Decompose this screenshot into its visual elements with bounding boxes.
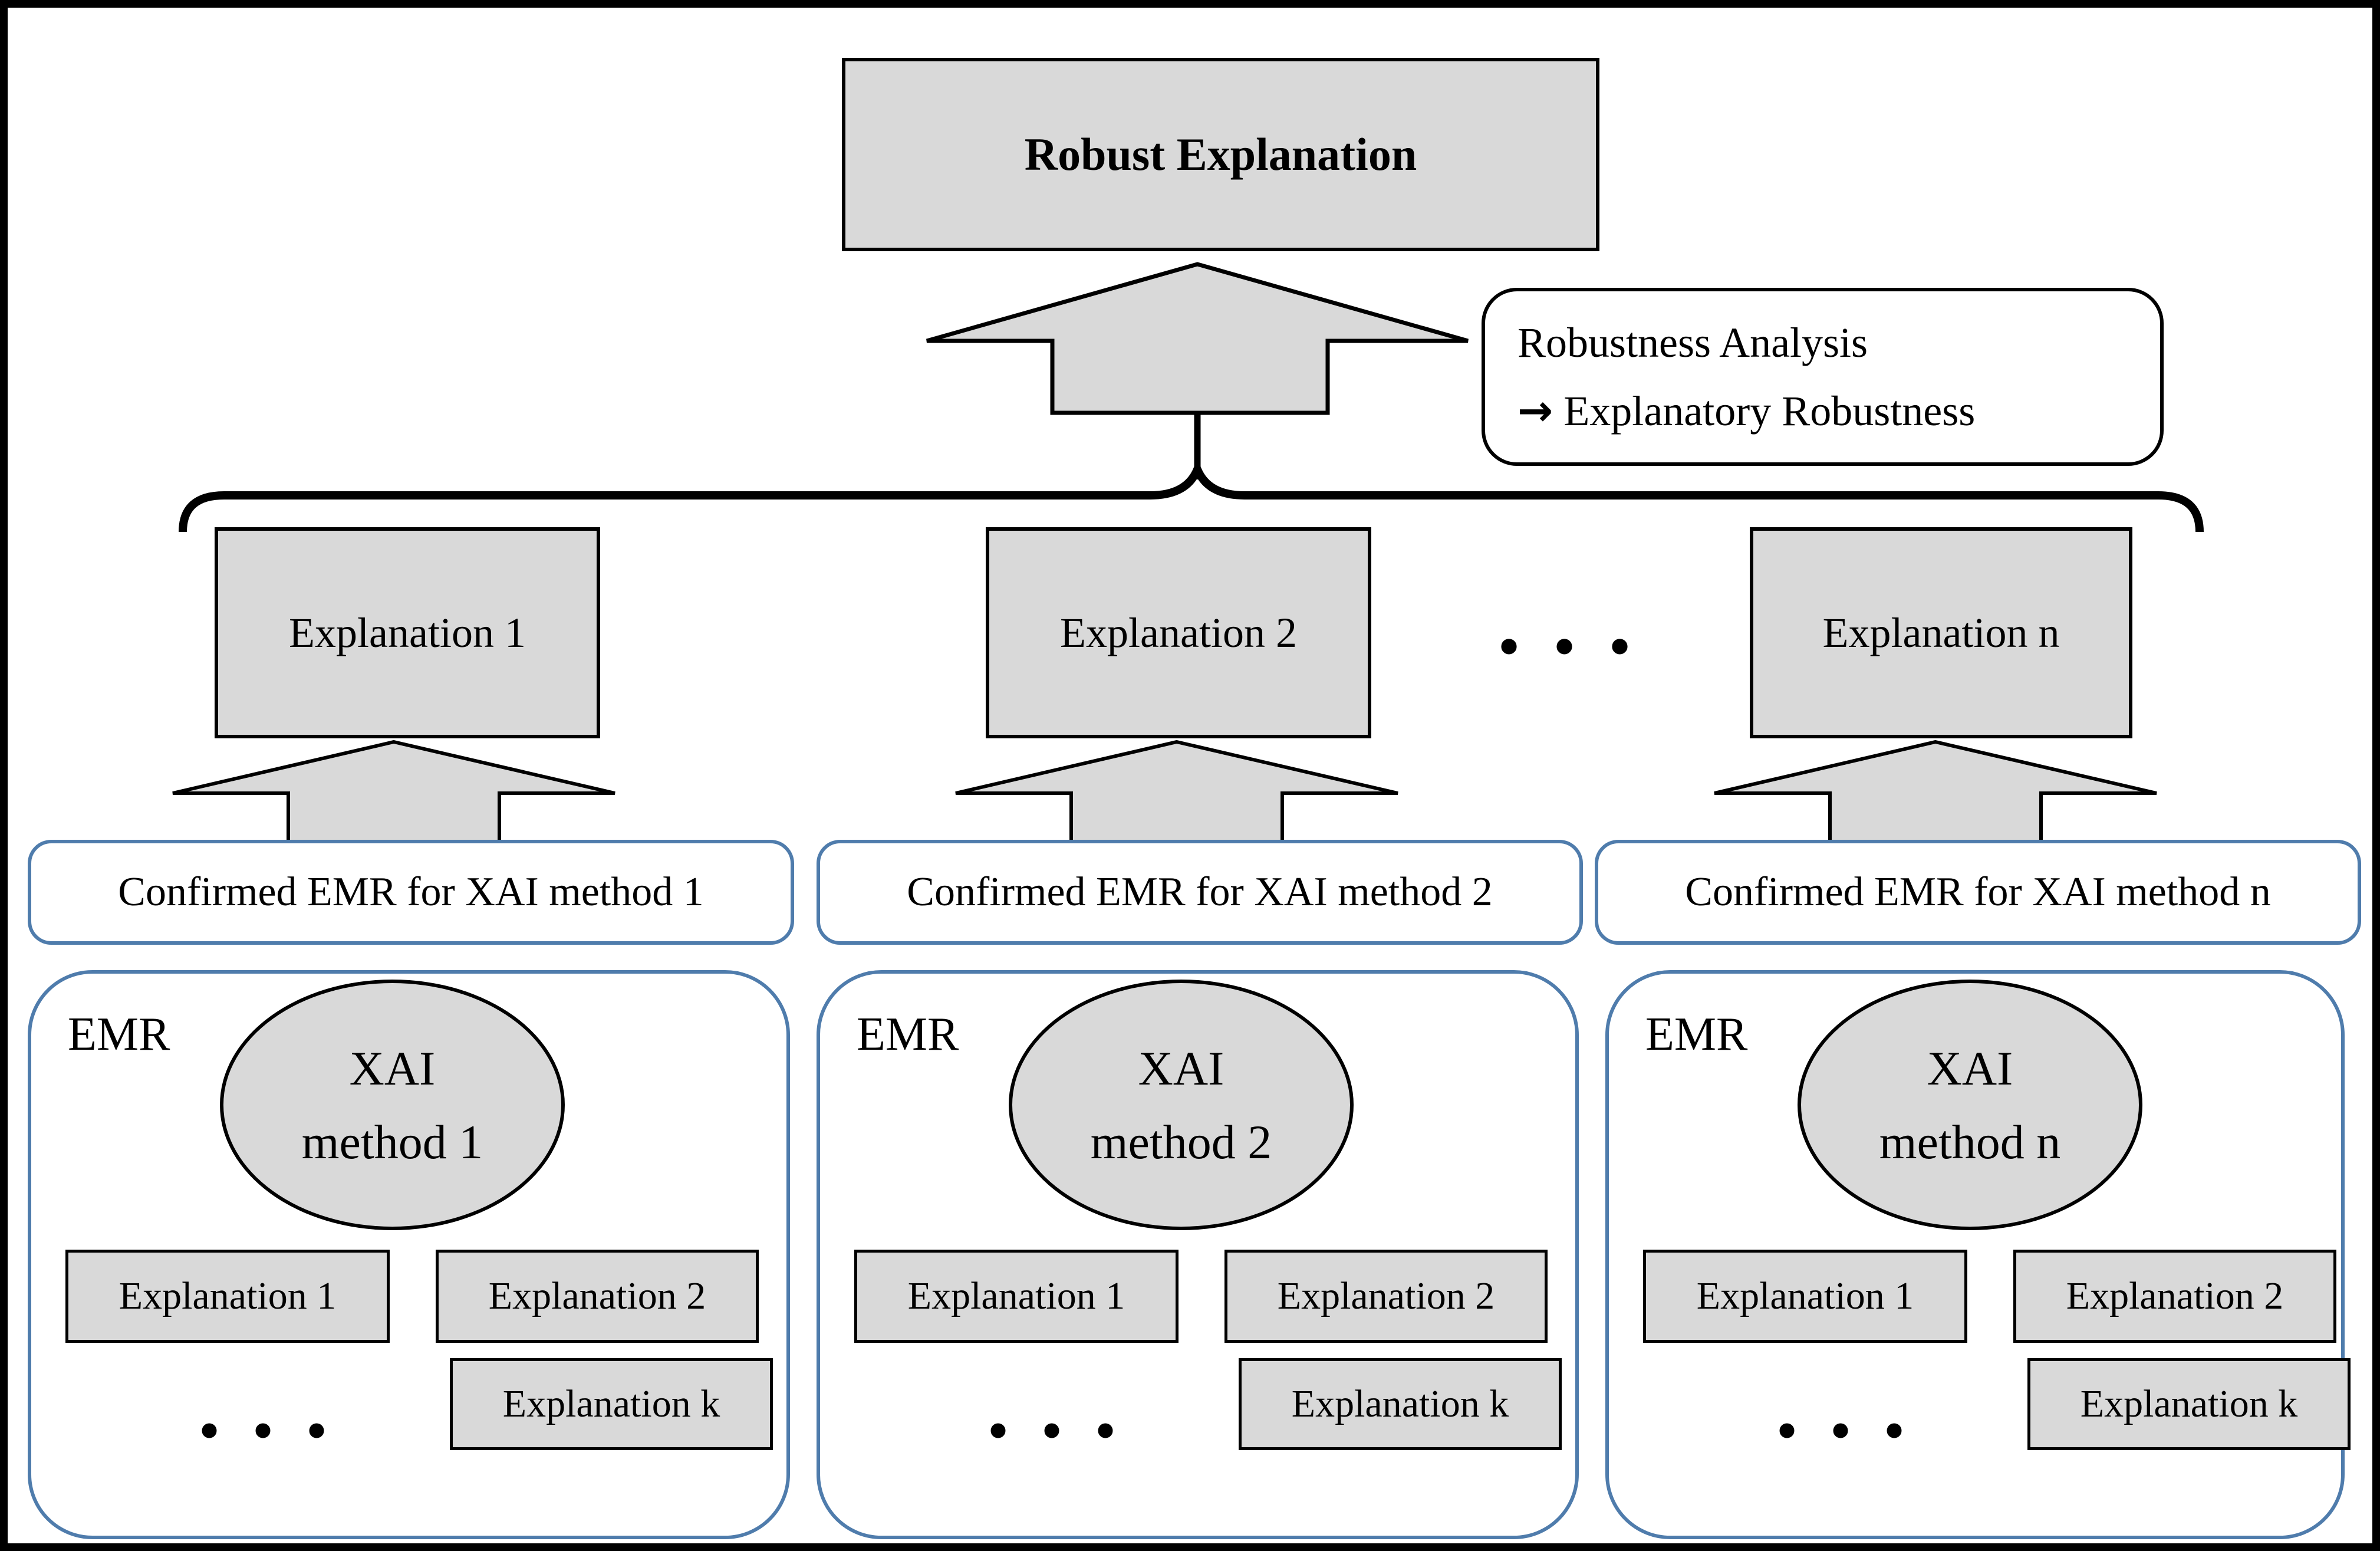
emr-label: EMR (857, 1008, 959, 1060)
emr-label: EMR (68, 1008, 170, 1060)
brace (179, 458, 2204, 533)
up-arrow-icon (172, 740, 615, 850)
emr-container-n: EMR XAI method n Explanation 1 Explanati… (1605, 970, 2351, 1539)
emr-container-2: EMR XAI method 2 Explanation 1 Explanati… (817, 970, 1579, 1539)
method-line: method 2 (1090, 1115, 1272, 1169)
xai-method-n-ellipse: XAI method n (1798, 980, 2142, 1230)
explanation-n-label: Explanation n (1822, 609, 2060, 656)
confirmed-emr-1-box: Confirmed EMR for XAI method 1 (28, 840, 794, 945)
method-line: method n (1879, 1115, 2061, 1169)
robustness-note-line2: → Explanatory Robustness (1517, 377, 2160, 445)
right-arrow-icon: → (1517, 385, 1553, 435)
robustness-note-box: Robustness Analysis → Explanatory Robust… (1482, 288, 2164, 466)
group2-explanation-1-box: Explanation 1 (854, 1250, 1179, 1343)
xai-line: XAI (1138, 1041, 1224, 1095)
robust-explanation-label: Robust Explanation (1024, 129, 1417, 180)
xai-method-1-ellipse: XAI method 1 (220, 980, 565, 1230)
up-arrow-icon (926, 262, 1469, 415)
xai-line: XAI (1927, 1041, 2013, 1095)
group1-explanation-k-box: Explanation k (450, 1358, 773, 1450)
emr-container-1: EMR XAI method 1 Explanation 1 Explanati… (28, 970, 790, 1539)
ellipsis-dots: • • • (1776, 1396, 1914, 1465)
group3-explanation-k-box: Explanation k (2027, 1358, 2351, 1450)
group2-explanation-k-box: Explanation k (1239, 1358, 1562, 1450)
explanation-n-box: Explanation n (1750, 527, 2132, 738)
confirmed-emr-2-label: Confirmed EMR for XAI method 2 (907, 869, 1493, 915)
group1-explanation-2-box: Explanation 2 (436, 1250, 759, 1343)
xai-method-2-ellipse: XAI method 2 (1009, 980, 1354, 1230)
robustness-note-line2-text: Explanatory Robustness (1563, 387, 1976, 435)
ellipsis-dots: • • • (1497, 610, 1640, 682)
confirmed-emr-n-label: Confirmed EMR for XAI method n (1685, 869, 2271, 915)
up-arrow-icon (1714, 740, 2157, 850)
confirmed-emr-2-box: Confirmed EMR for XAI method 2 (817, 840, 1583, 945)
method-line: method 1 (301, 1115, 483, 1169)
explanation-2-label: Explanation 2 (1060, 609, 1297, 656)
confirmed-emr-1-label: Confirmed EMR for XAI method 1 (118, 869, 704, 915)
up-arrow-icon (955, 740, 1398, 850)
emr-label: EMR (1645, 1008, 1748, 1060)
group1-explanation-1-box: Explanation 1 (65, 1250, 390, 1343)
robustness-note-line1: Robustness Analysis (1517, 318, 1868, 366)
explanation-2-box: Explanation 2 (986, 527, 1371, 738)
xai-line: XAI (349, 1041, 436, 1095)
confirmed-emr-n-box: Confirmed EMR for XAI method n (1595, 840, 2361, 945)
robust-explanation-box: Robust Explanation (842, 58, 1599, 251)
explanation-1-label: Explanation 1 (289, 609, 526, 656)
group3-explanation-1-box: Explanation 1 (1643, 1250, 1967, 1343)
explanation-1-box: Explanation 1 (215, 527, 600, 738)
ellipsis-dots: • • • (198, 1396, 336, 1465)
group3-explanation-2-box: Explanation 2 (2013, 1250, 2336, 1343)
group2-explanation-2-box: Explanation 2 (1224, 1250, 1548, 1343)
ellipsis-dots: • • • (987, 1396, 1125, 1465)
